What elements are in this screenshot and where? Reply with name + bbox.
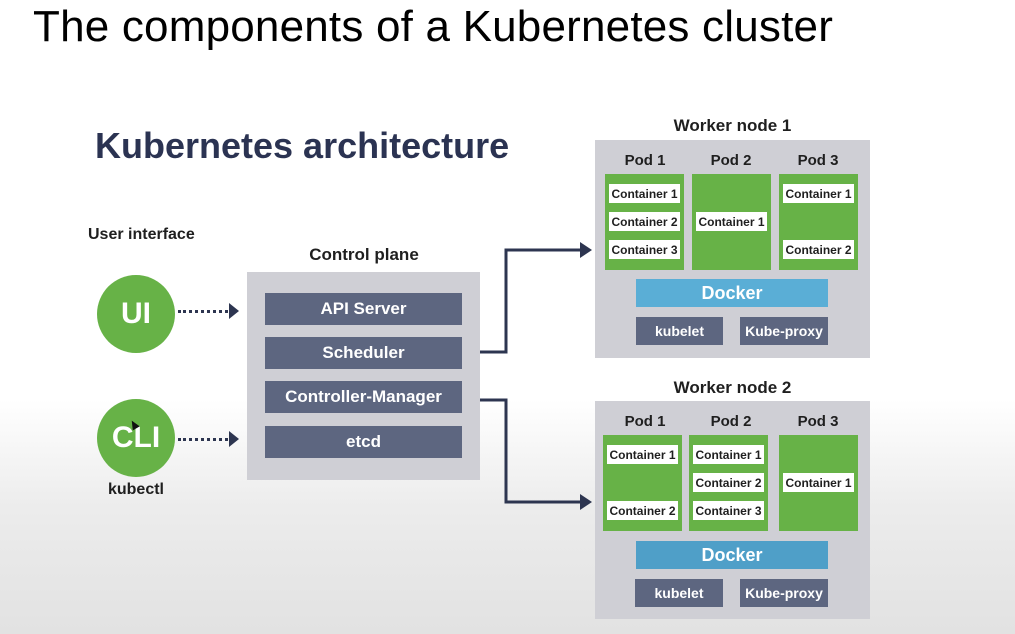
ui-arrowhead-icon — [229, 303, 239, 319]
container: Container 2 — [607, 501, 678, 520]
cli-arrowhead-icon — [229, 431, 239, 447]
container: Container 2 — [783, 240, 854, 259]
container: Container 1 — [609, 184, 680, 203]
container: Container 1 — [693, 445, 764, 464]
kubelet-box: kubelet — [636, 317, 723, 345]
kube-proxy-box: Kube-proxy — [740, 579, 828, 607]
connector-worker-node-2 — [480, 398, 582, 504]
diagram-title: Kubernetes architecture — [95, 125, 510, 166]
pod: Container 1 Container 2 Container 3 — [689, 435, 768, 531]
container: Container 3 — [693, 501, 764, 520]
ui-circle: UI — [97, 275, 175, 353]
docker-runtime-box: Docker — [636, 541, 828, 569]
slide-title: The components of a Kubernetes cluster — [33, 2, 834, 51]
pod-label: Pod 2 — [710, 152, 752, 169]
cli-dotted-arrow — [178, 438, 228, 441]
container: Container 1 — [783, 184, 854, 203]
arrowhead-worker-node-2-icon — [580, 494, 592, 510]
kube-proxy-box: Kube-proxy — [740, 317, 828, 345]
container: Container 2 — [609, 212, 680, 231]
api-server-box: API Server — [265, 293, 462, 325]
cli-circle: CLI — [97, 399, 175, 477]
kubelet-box: kubelet — [635, 579, 723, 607]
docker-runtime-box: Docker — [636, 279, 828, 307]
container: Container 3 — [609, 240, 680, 259]
kubectl-label: kubectl — [107, 481, 164, 498]
container: Container 1 — [607, 445, 678, 464]
worker-node-1-panel: Pod 1 Pod 2 Pod 3 Container 1 Container … — [595, 140, 870, 358]
worker-node-2-panel: Pod 1 Pod 2 Pod 3 Container 1 Container … — [595, 401, 870, 619]
control-plane-label: Control plane — [309, 245, 419, 264]
user-interface-label: User interface — [88, 226, 195, 243]
connector-worker-node-1 — [480, 248, 582, 354]
pod: Container 1 Container 2 Container 3 — [605, 174, 684, 270]
pod-label: Pod 1 — [624, 413, 666, 430]
pod: Container 1 Container 2 — [779, 174, 858, 270]
pod: Container 1 — [692, 174, 771, 270]
pod: Container 1 Container 2 — [603, 435, 682, 531]
pod-label: Pod 1 — [624, 152, 666, 169]
etcd-box: etcd — [265, 426, 462, 458]
container: Container 2 — [693, 473, 764, 492]
controller-manager-box: Controller-Manager — [265, 381, 462, 413]
worker-node-1-label: Worker node 1 — [673, 116, 792, 135]
pod-label: Pod 3 — [797, 152, 839, 169]
worker-node-2-label: Worker node 2 — [673, 378, 792, 397]
pod-label: Pod 3 — [797, 413, 839, 430]
scheduler-box: Scheduler — [265, 337, 462, 369]
pod: Container 1 — [779, 435, 858, 531]
ui-dotted-arrow — [178, 310, 228, 313]
control-plane-panel: API Server Scheduler Controller-Manager … — [247, 272, 480, 480]
container: Container 1 — [696, 212, 767, 231]
arrowhead-worker-node-1-icon — [580, 242, 592, 258]
pod-label: Pod 2 — [710, 413, 752, 430]
container: Container 1 — [783, 473, 854, 492]
